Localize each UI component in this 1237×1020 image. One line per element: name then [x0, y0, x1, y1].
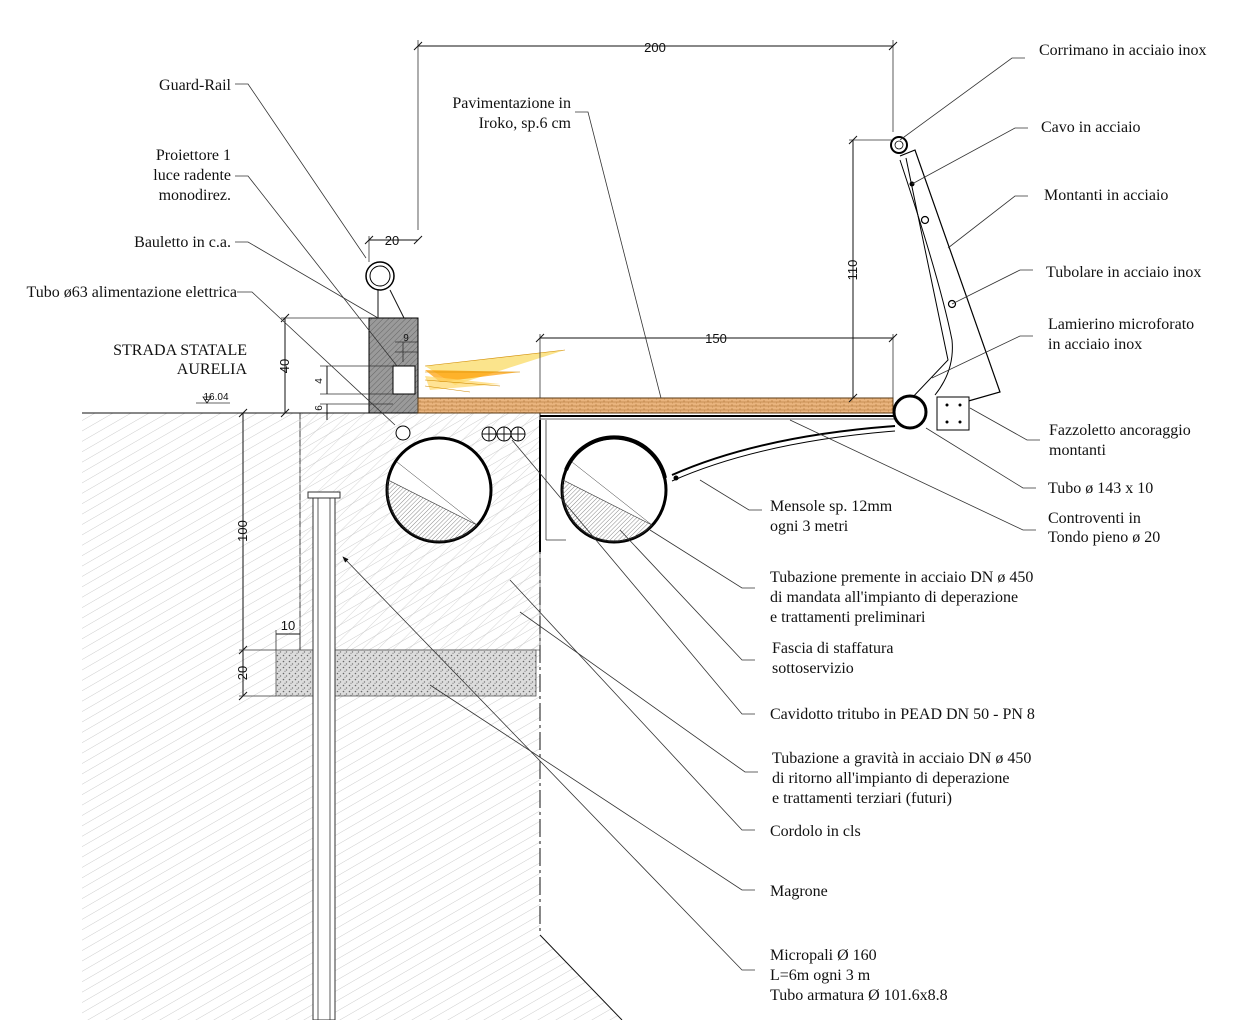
- dim-100: 100: [235, 520, 250, 542]
- anchor-gusset: [936, 396, 970, 431]
- gravity-pipe-label-line1: Tubazione a gravità in acciaio DN ø 450: [772, 750, 1031, 767]
- dim-9: 9: [403, 333, 409, 344]
- electrical-conduit-63: [395, 425, 411, 441]
- wall-toe-line: [539, 934, 623, 1020]
- bauletto-concrete-block: [368, 317, 419, 414]
- elevation-marker-icon: [202, 396, 212, 404]
- pressure-pipe-label-line2: di mandata all'impianto di deperazione: [770, 589, 1018, 606]
- gusset-label-line2: montanti: [1049, 442, 1106, 459]
- gravity-pipe-label-line3: e trattamenti terziari (futuri): [772, 790, 952, 807]
- dim-110: 110: [845, 260, 860, 281]
- micropile: [307, 491, 341, 1020]
- gravity-pipe-label-line2: di ritorno all'impianto di deperazione: [772, 770, 1009, 787]
- conduit-label: Cavidotto tritubo in PEAD DN 50 - PN 8: [770, 706, 1035, 723]
- perforated-sheet-label-line2: in acciaio inox: [1048, 336, 1142, 353]
- micropiles-label-line3: Tubo armatura Ø 101.6x8.8: [770, 987, 948, 1004]
- bracing-label-line2: Tondo pieno ø 20: [1048, 529, 1160, 546]
- left-annotations: Guard-Rail Proiettore 1 luce radente mon…: [27, 77, 572, 301]
- dim-40: 40: [277, 359, 292, 373]
- right-annotations: Corrimano in acciaio inox Cavo in acciai…: [770, 42, 1207, 1004]
- dim-10: 10: [281, 618, 295, 633]
- guard-rail: [365, 261, 405, 319]
- lean-concrete-label: Magrone: [770, 883, 828, 900]
- elevation-value: 16.04: [203, 392, 228, 403]
- paving-label-line2: Iroko, sp.6 cm: [479, 115, 572, 132]
- projector-label-line3: monodirez.: [159, 187, 231, 204]
- dim-20-side: 20: [235, 666, 250, 680]
- light-beam: [424, 349, 566, 393]
- road-label: STRADA STATALE AURELIA: [113, 342, 247, 378]
- dim-20-top: 20: [385, 233, 399, 248]
- tube63-label: Tubo ø63 alimentazione elettrica: [27, 284, 237, 301]
- projector-label-line2: luce radente: [153, 167, 231, 184]
- handrail-label: Corrimano in acciaio inox: [1039, 42, 1207, 59]
- curb-label: Cordolo in cls: [770, 823, 861, 840]
- paving-label-line1: Pavimentazione in: [452, 95, 571, 112]
- pressure-pipe-label-line3: e trattamenti preliminari: [770, 609, 926, 626]
- projector-housing: [392, 365, 416, 395]
- tube-143: [892, 394, 928, 430]
- bracing-label-line1: Controventi in: [1048, 510, 1141, 527]
- dim-150: 150: [705, 331, 727, 346]
- dimension-lines: [196, 40, 898, 701]
- dim-6: 6: [314, 405, 325, 411]
- road-label-line2: AURELIA: [177, 361, 248, 378]
- gravity-pipe-dn450: [385, 436, 493, 544]
- leader-lines: [235, 57, 1040, 971]
- pressure-pipe-label-line1: Tubazione premente in acciaio DN ø 450: [770, 569, 1033, 586]
- handrail-tube: [890, 136, 908, 154]
- projector-label-line1: Proiettore 1: [156, 147, 231, 164]
- road-label-line1: STRADA STATALE: [113, 342, 247, 359]
- posts-label: Montanti in acciaio: [1044, 187, 1168, 204]
- perforated-sheet-label-line1: Lamierino microforato: [1048, 316, 1194, 333]
- railing: [890, 136, 1001, 431]
- strap-label-line1: Fascia di staffatura: [772, 640, 893, 657]
- stainless-tube-label: Tubolare in acciaio inox: [1046, 264, 1201, 281]
- brackets-label-line2: ogni 3 metri: [770, 518, 849, 535]
- dimension-values: 200 20 110 150 40 9 4 6 100 10 20 16.04: [203, 40, 860, 680]
- iroko-deck-paving: [417, 397, 894, 414]
- tube143-label: Tubo ø 143 x 10: [1048, 480, 1153, 497]
- pressure-pipe-dn450: [560, 435, 668, 544]
- triple-conduit-cavidotto: [481, 426, 526, 442]
- strap-label-line2: sottoservizio: [772, 660, 854, 677]
- dim-4: 4: [314, 378, 325, 384]
- guard-rail-label: Guard-Rail: [159, 77, 232, 94]
- bauletto-label: Bauletto in c.a.: [134, 234, 231, 251]
- micropiles-label-line1: Micropali Ø 160: [770, 947, 877, 964]
- micropiles-label-line2: L=6m ogni 3 m: [770, 967, 871, 984]
- brackets-label-line1: Mensole sp. 12mm: [770, 498, 893, 515]
- gusset-label-line1: Fazzoletto ancoraggio: [1049, 422, 1191, 439]
- cable-label: Cavo in acciaio: [1041, 119, 1141, 136]
- dim-200: 200: [644, 40, 666, 55]
